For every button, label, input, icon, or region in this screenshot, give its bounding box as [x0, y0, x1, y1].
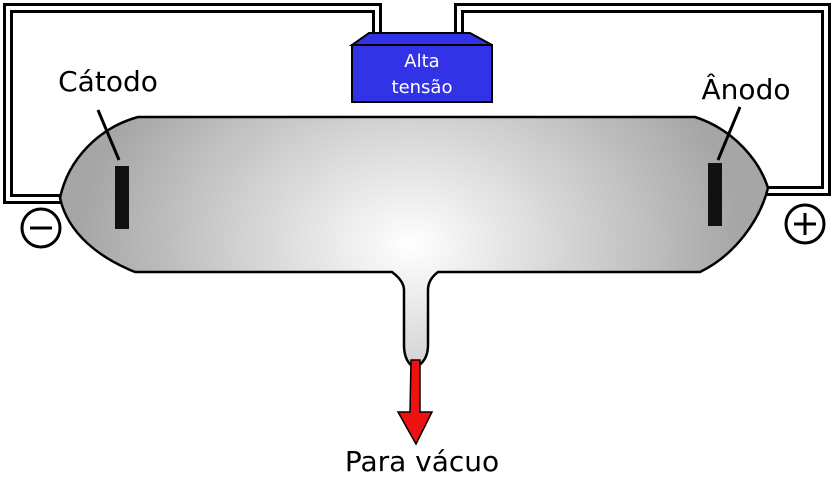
discharge-tube [58, 115, 770, 368]
anode-label: Ânodo [702, 72, 791, 106]
down-arrow-icon [396, 359, 434, 446]
plus-circle-icon [784, 203, 826, 245]
battery-label-line2: tensão [392, 77, 453, 98]
vacuum-label: Para vácuo [345, 445, 499, 478]
tube-body [58, 115, 770, 368]
cathode-plate [115, 166, 129, 229]
anode-plate [708, 163, 722, 226]
cathode-label: Cátodo [58, 65, 158, 98]
minus-circle-icon [20, 207, 62, 249]
battery-body [351, 44, 493, 103]
battery-top [348, 32, 493, 46]
right-wire [454, 3, 831, 196]
anode-label-leader [716, 106, 742, 161]
battery-label-line1: Alta [404, 51, 439, 72]
left-wire [3, 3, 382, 204]
cathode-label-leader [96, 109, 121, 161]
high-voltage-source: Alta tensão [348, 32, 493, 103]
